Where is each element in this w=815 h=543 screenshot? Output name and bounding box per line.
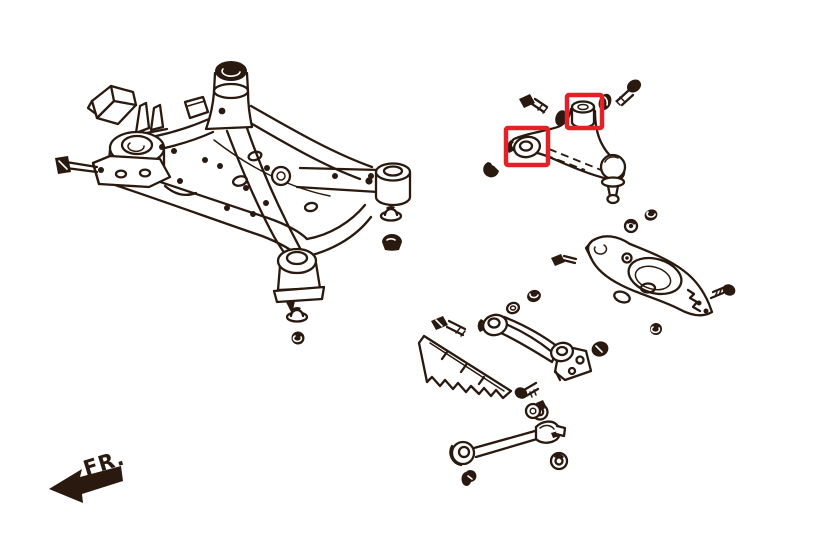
subframe-bolt-holes <box>159 144 374 217</box>
subframe-stopper-washer-right <box>379 206 403 222</box>
lower-arm-nut-bottom <box>650 323 662 335</box>
highlight-box-rear-bushing <box>564 92 605 131</box>
upper-arm-bolt-left <box>519 94 549 114</box>
subframe-stay-bracket <box>86 84 138 126</box>
subframe-rear-right-mount <box>365 162 412 207</box>
toe-link-round-nut <box>549 451 569 471</box>
camber-arm-front-bushing <box>477 313 509 337</box>
camber-arm <box>477 313 593 382</box>
lower-arm-bolt-right <box>709 284 736 300</box>
lower-arm-bolt-left <box>551 254 578 266</box>
subframe-bushing-stopper-right <box>382 234 402 251</box>
camber-arm-cap-top <box>527 289 541 303</box>
lower-arm-ring-nut-top <box>623 218 639 234</box>
fr-arrow-icon <box>49 466 123 503</box>
subframe-crossmember-drawing <box>91 61 412 314</box>
toe-link-front-bushing <box>449 440 476 467</box>
subframe-front-left-mount <box>91 130 172 189</box>
subframe-center-bushing-seat <box>272 247 326 314</box>
camber-arm-rear-bushing-bracket <box>549 341 593 382</box>
top-mount-bushing <box>215 61 247 81</box>
subframe-top-mount <box>183 61 254 131</box>
lower-control-arm <box>584 235 714 317</box>
camber-arm-bolt-left <box>431 316 467 337</box>
ball-joint <box>599 153 627 205</box>
lower-arm-cap-top <box>644 209 658 221</box>
toe-link-rear-clevis <box>534 420 567 444</box>
subframe-nut-center <box>291 331 305 345</box>
heat-shield-bracket <box>417 334 513 400</box>
camber-arm-nut-top <box>505 301 521 315</box>
toe-link-rod <box>449 420 567 467</box>
upper-arm-front-bushing <box>507 135 542 159</box>
toe-link-washer-nut-top <box>524 400 546 420</box>
front-left-mount-bolt <box>55 156 99 174</box>
camber-arm-stopper-right <box>591 341 609 357</box>
upper-arm-bolt-top-right <box>615 79 642 107</box>
camber-arm-bolt-bottom <box>514 381 540 399</box>
upper-arm-rear-bushing <box>555 100 596 129</box>
upper-arm-retainer-clip <box>483 162 499 178</box>
highlight-box-front-bushing <box>503 125 551 168</box>
subframe-stopper-washer-center <box>285 307 309 323</box>
toe-link-clip <box>461 470 477 486</box>
